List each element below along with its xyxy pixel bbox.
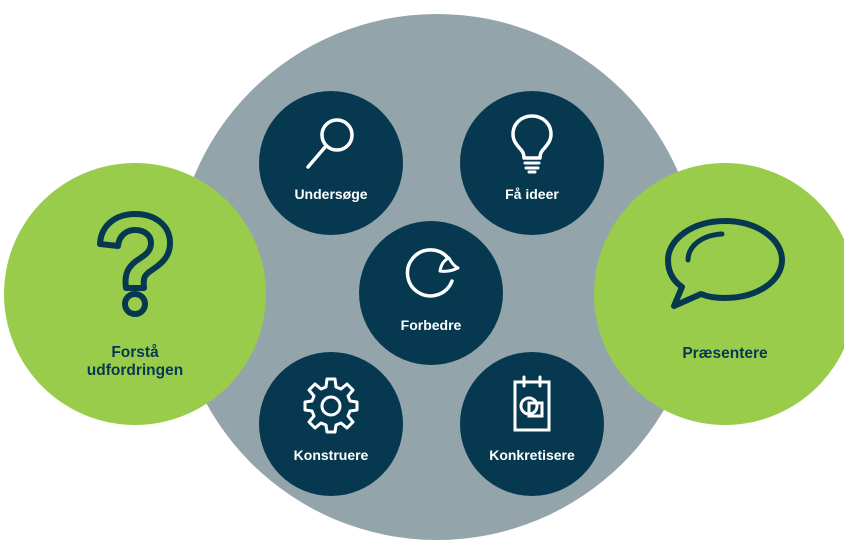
step-label: Forbedre [400, 317, 462, 333]
notepad-shapes-icon [500, 372, 564, 436]
step-faa-ideer: Få ideer [460, 91, 604, 235]
start-circle: Forstå udfordringen [4, 163, 266, 425]
step-undersoege: Undersøge [259, 91, 403, 235]
start-label: Forstå udfordringen [4, 344, 266, 380]
step-label: Konstruere [293, 447, 369, 463]
end-label: Præsentere [682, 345, 768, 362]
step-label: Få ideer [505, 186, 559, 202]
end-circle: Præsentere [594, 163, 844, 425]
refresh-cycle-icon [399, 241, 463, 305]
start-label-line-2: udfordringen [86, 362, 184, 379]
step-forbedre: Forbedre [359, 221, 503, 365]
lightbulb-icon [500, 111, 564, 175]
step-konkretisere: Konkretisere [460, 352, 604, 496]
step-konstruere: Konstruere [259, 352, 403, 496]
question-mark-icon [95, 208, 175, 318]
gear-icon [299, 372, 363, 436]
magnifying-glass-icon [299, 111, 363, 175]
start-label-line-1: Forstå [111, 344, 159, 361]
step-label: Undersøge [294, 186, 368, 202]
step-label: Konkretisere [489, 447, 575, 463]
speech-bubble-icon [660, 215, 790, 311]
